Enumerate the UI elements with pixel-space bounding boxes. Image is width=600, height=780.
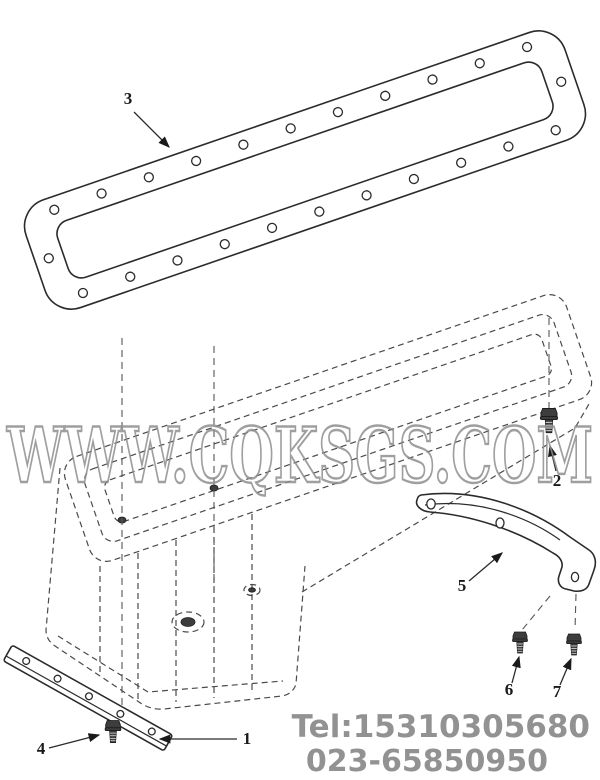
site-watermark: WWW.CQKSGS.COM [6,411,593,500]
callout-4-label: 4 [37,739,46,758]
callout-5-label: 5 [458,576,467,595]
callout-3-arrow [133,111,170,148]
support-bracket-drawing [415,492,597,593]
bolt-7-drawing [566,633,582,656]
gasket-bolt-holes [43,41,567,299]
callout-2-arrow [548,444,557,472]
bolt-6-drawing [512,631,528,654]
callout-4-arrow [48,733,101,749]
callout-5-arrow [468,552,503,582]
stiffener-strip-drawing [3,645,173,751]
contact-phone-line1: Tel:15310305680 [292,709,590,745]
contact-phone-line2: 023-65850950 [306,744,548,779]
drain-plug-boss [180,617,196,627]
assembly-axis-lines [121,318,577,707]
callout-7-arrow [559,657,572,686]
callout-2-label: 2 [553,471,562,490]
oil-pan-gasket-drawing [23,30,587,310]
callout-6-arrow [511,655,521,684]
callout-6-label: 6 [505,680,514,699]
callout-7-label: 7 [553,682,562,701]
bolt-4-drawing [104,720,122,743]
callout-1-label: 1 [243,729,252,748]
callouts: 3 2 5 6 7 4 1 [37,89,572,758]
callout-3-label: 3 [124,89,133,108]
